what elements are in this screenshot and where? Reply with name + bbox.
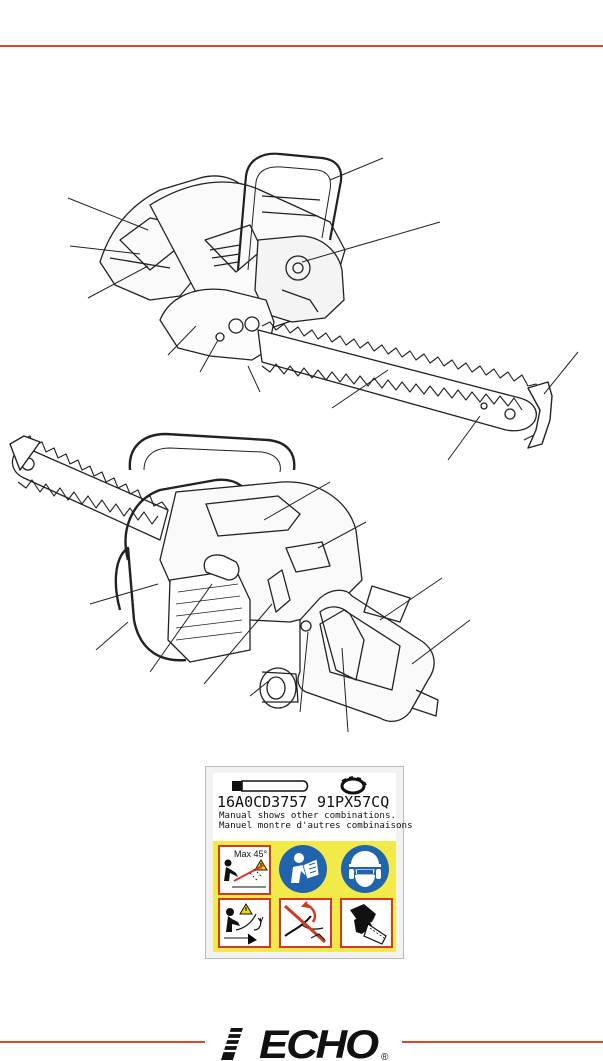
chainsaw-illustration-right-side (9, 152, 579, 733)
echo-logo: ECHO ® (213, 1023, 397, 1061)
footer-rule-left (0, 1041, 205, 1043)
protective-gear-icon (341, 845, 389, 893)
no-kickback-tile (279, 898, 332, 948)
no-kickback-icon (283, 901, 327, 944)
hand-protection-icon (350, 904, 387, 945)
header-rule (0, 45, 603, 47)
max-angle-text: Max 45° (234, 849, 268, 859)
guide-bar-icon (232, 780, 309, 792)
kickback-icon (224, 903, 264, 945)
echo-logo-text: ECHO (259, 1023, 379, 1061)
registered-mark: ® (381, 1052, 389, 1061)
footer-rule-right (402, 1041, 603, 1043)
max-angle-tile: Max 45° (218, 845, 271, 895)
bar-chain-combination-label: 16A0CD3757 91PX57CQ Manual shows other c… (205, 766, 413, 959)
kickback-tile (218, 898, 271, 948)
chain-part-number: 91PX57CQ (317, 793, 390, 811)
hand-protection-tile (340, 898, 393, 948)
read-manual-icon (279, 845, 327, 893)
note-english: Manual shows other combinations. (219, 810, 397, 821)
note-french: Manuel montre d'autres combinaisons (219, 820, 413, 831)
label-inner: 16A0CD3757 91PX57CQ Manual shows other c… (213, 773, 413, 952)
bar-part-number: 16A0CD3757 (217, 793, 308, 811)
saw-chain-icon (340, 776, 367, 795)
safety-pictogram-panel: Max 45° (213, 841, 396, 952)
operator-cutting-icon (224, 859, 266, 888)
